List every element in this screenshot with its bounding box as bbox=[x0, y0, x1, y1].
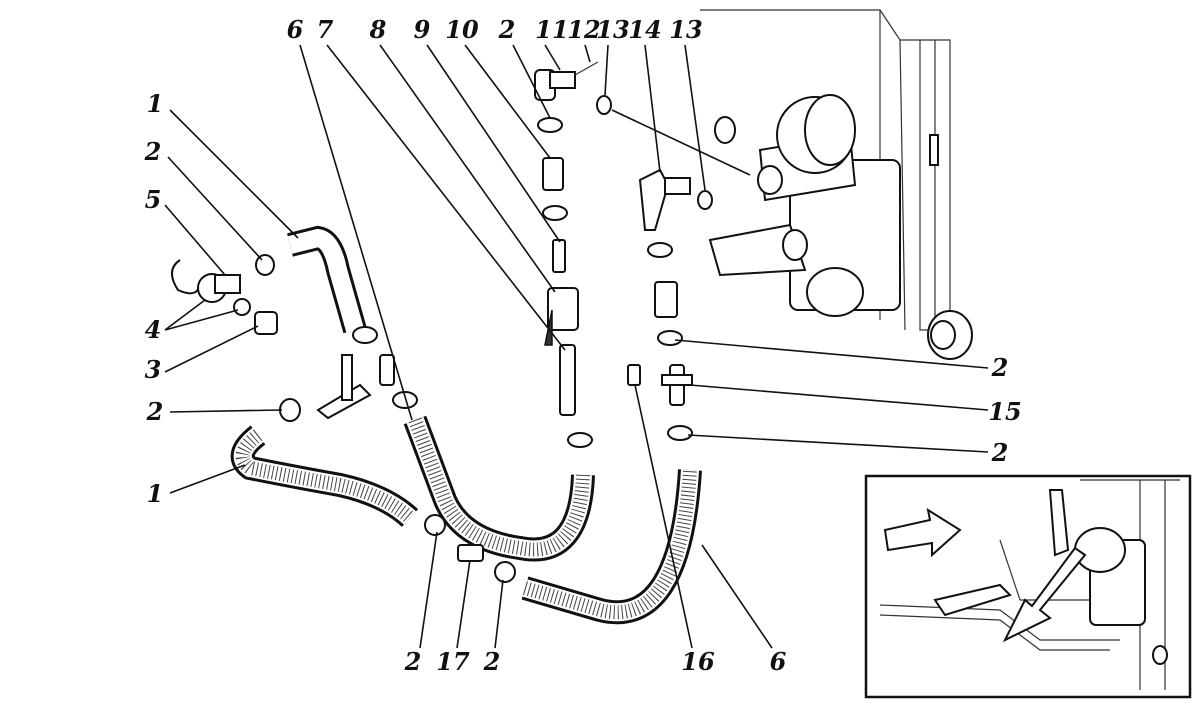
top-labels: 6 7 8 9 10 2 11 12 13 14 13 bbox=[287, 15, 703, 44]
callout-label: 12 bbox=[567, 15, 600, 44]
callout-label: 2 bbox=[991, 353, 1009, 382]
arrow-icon bbox=[1002, 546, 1087, 643]
callout-label: 16 bbox=[681, 647, 715, 676]
fittings bbox=[171, 61, 713, 583]
leader-lines bbox=[164, 44, 989, 649]
callout-label: 2 bbox=[404, 647, 422, 676]
callout-label: 3 bbox=[145, 355, 162, 384]
callout-label: 5 bbox=[145, 185, 162, 214]
callout-label: 13 bbox=[596, 15, 629, 44]
callout-label: 6 bbox=[287, 15, 304, 44]
callout-label: 2 bbox=[144, 137, 162, 166]
callout-label: 6 bbox=[770, 647, 787, 676]
location-inset bbox=[864, 474, 1192, 699]
callout-label: 9 bbox=[414, 15, 431, 44]
callout-label: 10 bbox=[445, 15, 479, 44]
callout-label: 15 bbox=[988, 397, 1021, 426]
callout-label: 11 bbox=[535, 15, 568, 44]
bottom-labels: 2 17 2 16 6 bbox=[404, 647, 787, 676]
callout-label: 2 bbox=[991, 438, 1009, 467]
callout-label: 8 bbox=[369, 15, 387, 44]
callout-label: 1 bbox=[147, 479, 164, 508]
callout-label: 14 bbox=[628, 15, 661, 44]
callout-label: 2 bbox=[146, 397, 164, 426]
left-labels: 1 2 5 4 3 2 1 bbox=[144, 89, 164, 508]
hoses bbox=[230, 225, 702, 625]
right-labels: 2 15 2 bbox=[988, 353, 1021, 467]
callout-label: 2 bbox=[498, 15, 516, 44]
callout-label: 17 bbox=[436, 647, 470, 676]
callout-label: 2 bbox=[483, 647, 501, 676]
arrow-icon bbox=[883, 507, 962, 558]
callout-label: 1 bbox=[147, 89, 164, 118]
callout-label: 13 bbox=[669, 15, 702, 44]
callout-label: 4 bbox=[145, 315, 162, 344]
heater-unit bbox=[700, 9, 973, 360]
callout-label: 7 bbox=[317, 15, 334, 44]
